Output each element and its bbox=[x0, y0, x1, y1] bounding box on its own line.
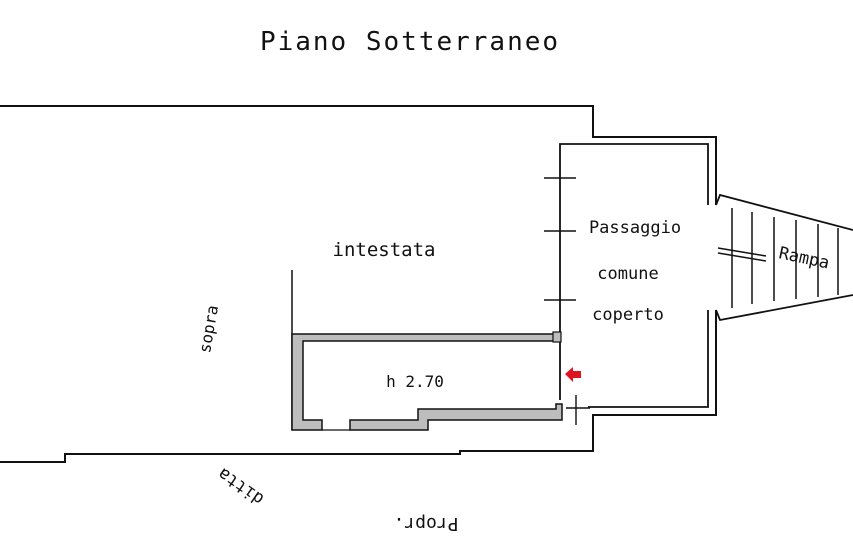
label-sopra: sopra bbox=[195, 304, 222, 355]
label-passaggio: Passaggio bbox=[589, 218, 681, 238]
red-arrow-left-icon bbox=[565, 367, 581, 382]
label-comune: comune bbox=[597, 264, 658, 284]
label-rampa: Rampa bbox=[777, 243, 831, 273]
label-coperto: coperto bbox=[592, 305, 664, 325]
outer-wall bbox=[0, 105, 717, 463]
storage-wall-post bbox=[552, 331, 562, 343]
label-height: h 2.70 bbox=[386, 372, 444, 391]
ramp-direction-marker bbox=[717, 247, 767, 262]
ramp-wall-top bbox=[715, 193, 853, 231]
storage-bottom-wall bbox=[349, 403, 563, 431]
passage-inner-wall bbox=[559, 143, 709, 408]
label-ditta: ditta bbox=[214, 463, 267, 509]
ramp-steps bbox=[731, 208, 839, 308]
ramp-wall-bottom bbox=[715, 294, 853, 322]
label-intestata: intestata bbox=[333, 239, 436, 261]
label-propr: Propr. bbox=[393, 513, 458, 534]
passage-ticks bbox=[544, 177, 590, 425]
plan-title: Piano Sotterraneo bbox=[260, 27, 560, 57]
